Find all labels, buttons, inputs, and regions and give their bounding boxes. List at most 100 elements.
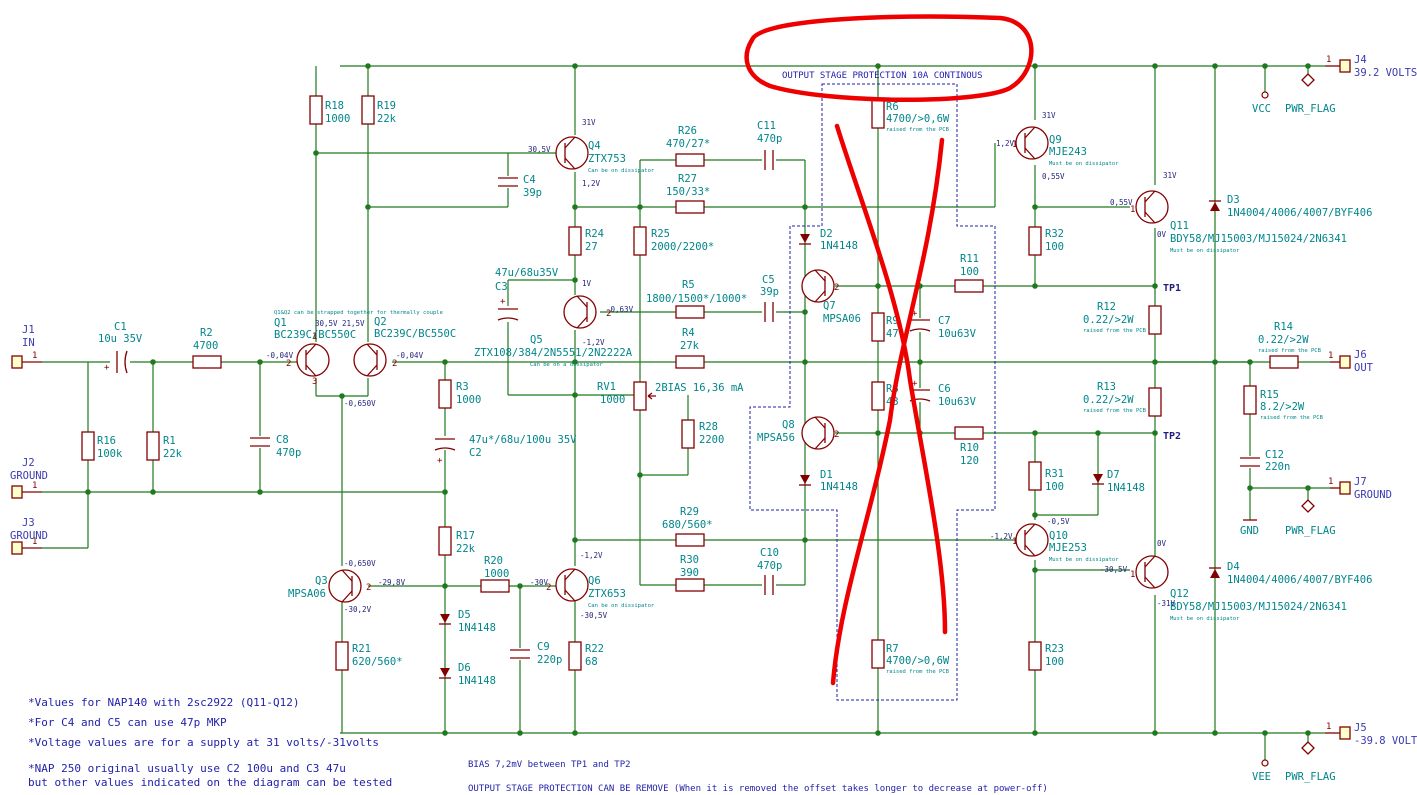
- svg-text:1000: 1000: [325, 113, 350, 125]
- connector-label: IN: [22, 337, 35, 349]
- svg-text:0.22/>2W: 0.22/>2W: [1258, 334, 1309, 346]
- transistor-q8: Q8 MPSA56: [757, 416, 835, 450]
- svg-text:-0,5V: -0,5V: [1047, 517, 1070, 526]
- connector-j1[interactable]: J1 IN 1: [11, 324, 42, 369]
- svg-text:R27: R27: [678, 173, 697, 185]
- resistor-r25: R25 2000/2200*: [633, 226, 714, 256]
- svg-text:+: +: [437, 456, 443, 466]
- test-point-tp2: TP2: [1163, 431, 1181, 442]
- svg-text:1,2V: 1,2V: [582, 179, 601, 188]
- svg-text:390: 390: [680, 567, 699, 579]
- svg-text:R2: R2: [200, 327, 213, 339]
- svg-text:31V: 31V: [582, 118, 596, 127]
- svg-text:0,55V: 0,55V: [1042, 172, 1065, 181]
- svg-text:1000: 1000: [456, 394, 481, 406]
- svg-text:2: 2: [366, 583, 371, 593]
- svg-text:0V: 0V: [1157, 539, 1167, 548]
- svg-text:raised from the PCB: raised from the PCB: [886, 127, 950, 133]
- svg-text:-0,650V: -0,650V: [344, 399, 376, 408]
- svg-text:D6: D6: [458, 662, 471, 674]
- resistor-r18: R18 1000: [309, 95, 350, 125]
- svg-text:4700: 4700: [193, 340, 218, 352]
- resistor-r9: R9 47: [871, 312, 899, 342]
- svg-text:2: 2: [392, 359, 397, 369]
- svg-text:Q12: Q12: [1170, 588, 1189, 600]
- svg-text:Q3: Q3: [315, 575, 328, 587]
- svg-text:R14: R14: [1274, 321, 1293, 333]
- svg-text:R28: R28: [699, 421, 718, 433]
- connector-ref: J4: [1354, 54, 1367, 66]
- resistor-r31: R31 100: [1028, 461, 1064, 493]
- svg-text:*Values for NAP140 with 2sc292: *Values for NAP140 with 2sc2922 (Q11-Q12…: [28, 696, 300, 709]
- connector-j4[interactable]: 1 J4 39.2 VOLTS: [1325, 54, 1417, 79]
- red-ellipse-annotation: [744, 14, 1034, 102]
- transistor-q5: Q5 ZTX108/384/2N5551/2N2222A Can be on a…: [474, 295, 633, 368]
- svg-text:-31V: -31V: [1157, 599, 1176, 608]
- svg-text:D1: D1: [820, 469, 833, 481]
- svg-text:Must be on dissipator: Must be on dissipator: [1049, 161, 1119, 167]
- svg-text:1N4004/4006/4007/BYF406: 1N4004/4006/4007/BYF406: [1227, 207, 1372, 219]
- svg-text:470p: 470p: [757, 133, 782, 145]
- svg-text:C3: C3: [495, 281, 508, 293]
- svg-text:1000: 1000: [484, 568, 509, 580]
- transistor-q4: Q4 ZTX753 Can be on dissipator: [555, 136, 655, 174]
- svg-text:D4: D4: [1227, 561, 1240, 573]
- svg-text:R10: R10: [960, 442, 979, 454]
- protection-title: OUTPUT STAGE PROTECTION 10A CONTINOUS: [782, 71, 982, 81]
- svg-text:470p: 470p: [276, 447, 301, 459]
- resistor-r19: R19 22k: [361, 95, 397, 125]
- svg-text:Q8: Q8: [782, 419, 795, 431]
- resistor-r1: R1 22k: [146, 431, 183, 461]
- svg-text:BDY58/MJ15003/MJ15024/2N6341: BDY58/MJ15003/MJ15024/2N6341: [1170, 233, 1347, 245]
- connector-j7[interactable]: 1 J7 GROUND: [1328, 476, 1392, 501]
- svg-text:raised from the PCB: raised from the PCB: [1258, 348, 1322, 354]
- resistor-r29: R29 680/560*: [662, 506, 713, 547]
- resistor-r20: R20 1000: [480, 555, 510, 593]
- capacitor-c1: C1 10u 35V +: [98, 321, 143, 374]
- transistor-q9: Q9 MJE243 Must be on dissipator: [1015, 126, 1119, 167]
- connector-j5[interactable]: 1 J5 -39.8 VOLTS: [1325, 722, 1417, 747]
- svg-text:1: 1: [1328, 477, 1333, 487]
- svg-text:R29: R29: [680, 506, 699, 518]
- svg-text:10u63V: 10u63V: [938, 396, 977, 408]
- q1-q2-note: Q1&Q2 can be strapped together for therm…: [274, 310, 443, 316]
- svg-text:Must be on dissipator: Must be on dissipator: [1170, 248, 1240, 254]
- resistor-r13: R13 0.22/>2W raised from the PCB: [1083, 381, 1162, 417]
- svg-text:BIAS 7,2mV between TP1 and TP2: BIAS 7,2mV between TP1 and TP2: [468, 760, 631, 770]
- connector-ref: J1: [22, 324, 35, 336]
- svg-text:620/560*: 620/560*: [352, 656, 403, 668]
- svg-text:-0,04V: -0,04V: [266, 351, 294, 360]
- svg-text:100: 100: [1045, 656, 1064, 668]
- svg-text:27: 27: [585, 241, 598, 253]
- svg-text:10u 35V: 10u 35V: [98, 333, 143, 345]
- connector-j3[interactable]: J3 GROUND 1: [10, 517, 48, 555]
- capacitor-c10: C10 470p: [757, 547, 782, 595]
- svg-text:*NAP 250 original usually use: *NAP 250 original usually use C2 100u an…: [28, 762, 346, 775]
- capacitor-c8: C8 470p: [250, 434, 301, 459]
- svg-text:100: 100: [1045, 481, 1064, 493]
- svg-text:C9: C9: [537, 641, 550, 653]
- svg-text:R31: R31: [1045, 468, 1064, 480]
- svg-text:2200: 2200: [699, 434, 724, 446]
- diode-d5: D5 1N4148: [439, 609, 496, 634]
- connector-j2[interactable]: J2 GROUND 1: [10, 457, 48, 499]
- svg-text:Q11: Q11: [1170, 220, 1189, 232]
- capacitor-c12: C12 220n: [1240, 449, 1290, 473]
- svg-text:MJE253: MJE253: [1049, 542, 1087, 554]
- svg-text:1N4148: 1N4148: [1107, 482, 1145, 494]
- svg-text:RV1: RV1: [597, 381, 616, 393]
- resistor-r4: R4 27k: [675, 327, 705, 369]
- svg-text:R26: R26: [678, 125, 697, 137]
- svg-text:C10: C10: [760, 547, 779, 559]
- resistor-r26: R26 470/27*: [666, 125, 710, 167]
- svg-text:R16: R16: [97, 435, 116, 447]
- svg-text:-0,650V: -0,650V: [344, 559, 376, 568]
- svg-text:R4: R4: [682, 327, 695, 339]
- resistor-r23: R23 100: [1028, 641, 1064, 671]
- svg-text:R24: R24: [585, 228, 604, 240]
- connector-j6[interactable]: 1 J6 OUT: [1328, 349, 1374, 374]
- svg-text:2: 2: [286, 359, 291, 369]
- red-cross-stroke-a: [834, 123, 948, 635]
- svg-text:C8: C8: [276, 434, 289, 446]
